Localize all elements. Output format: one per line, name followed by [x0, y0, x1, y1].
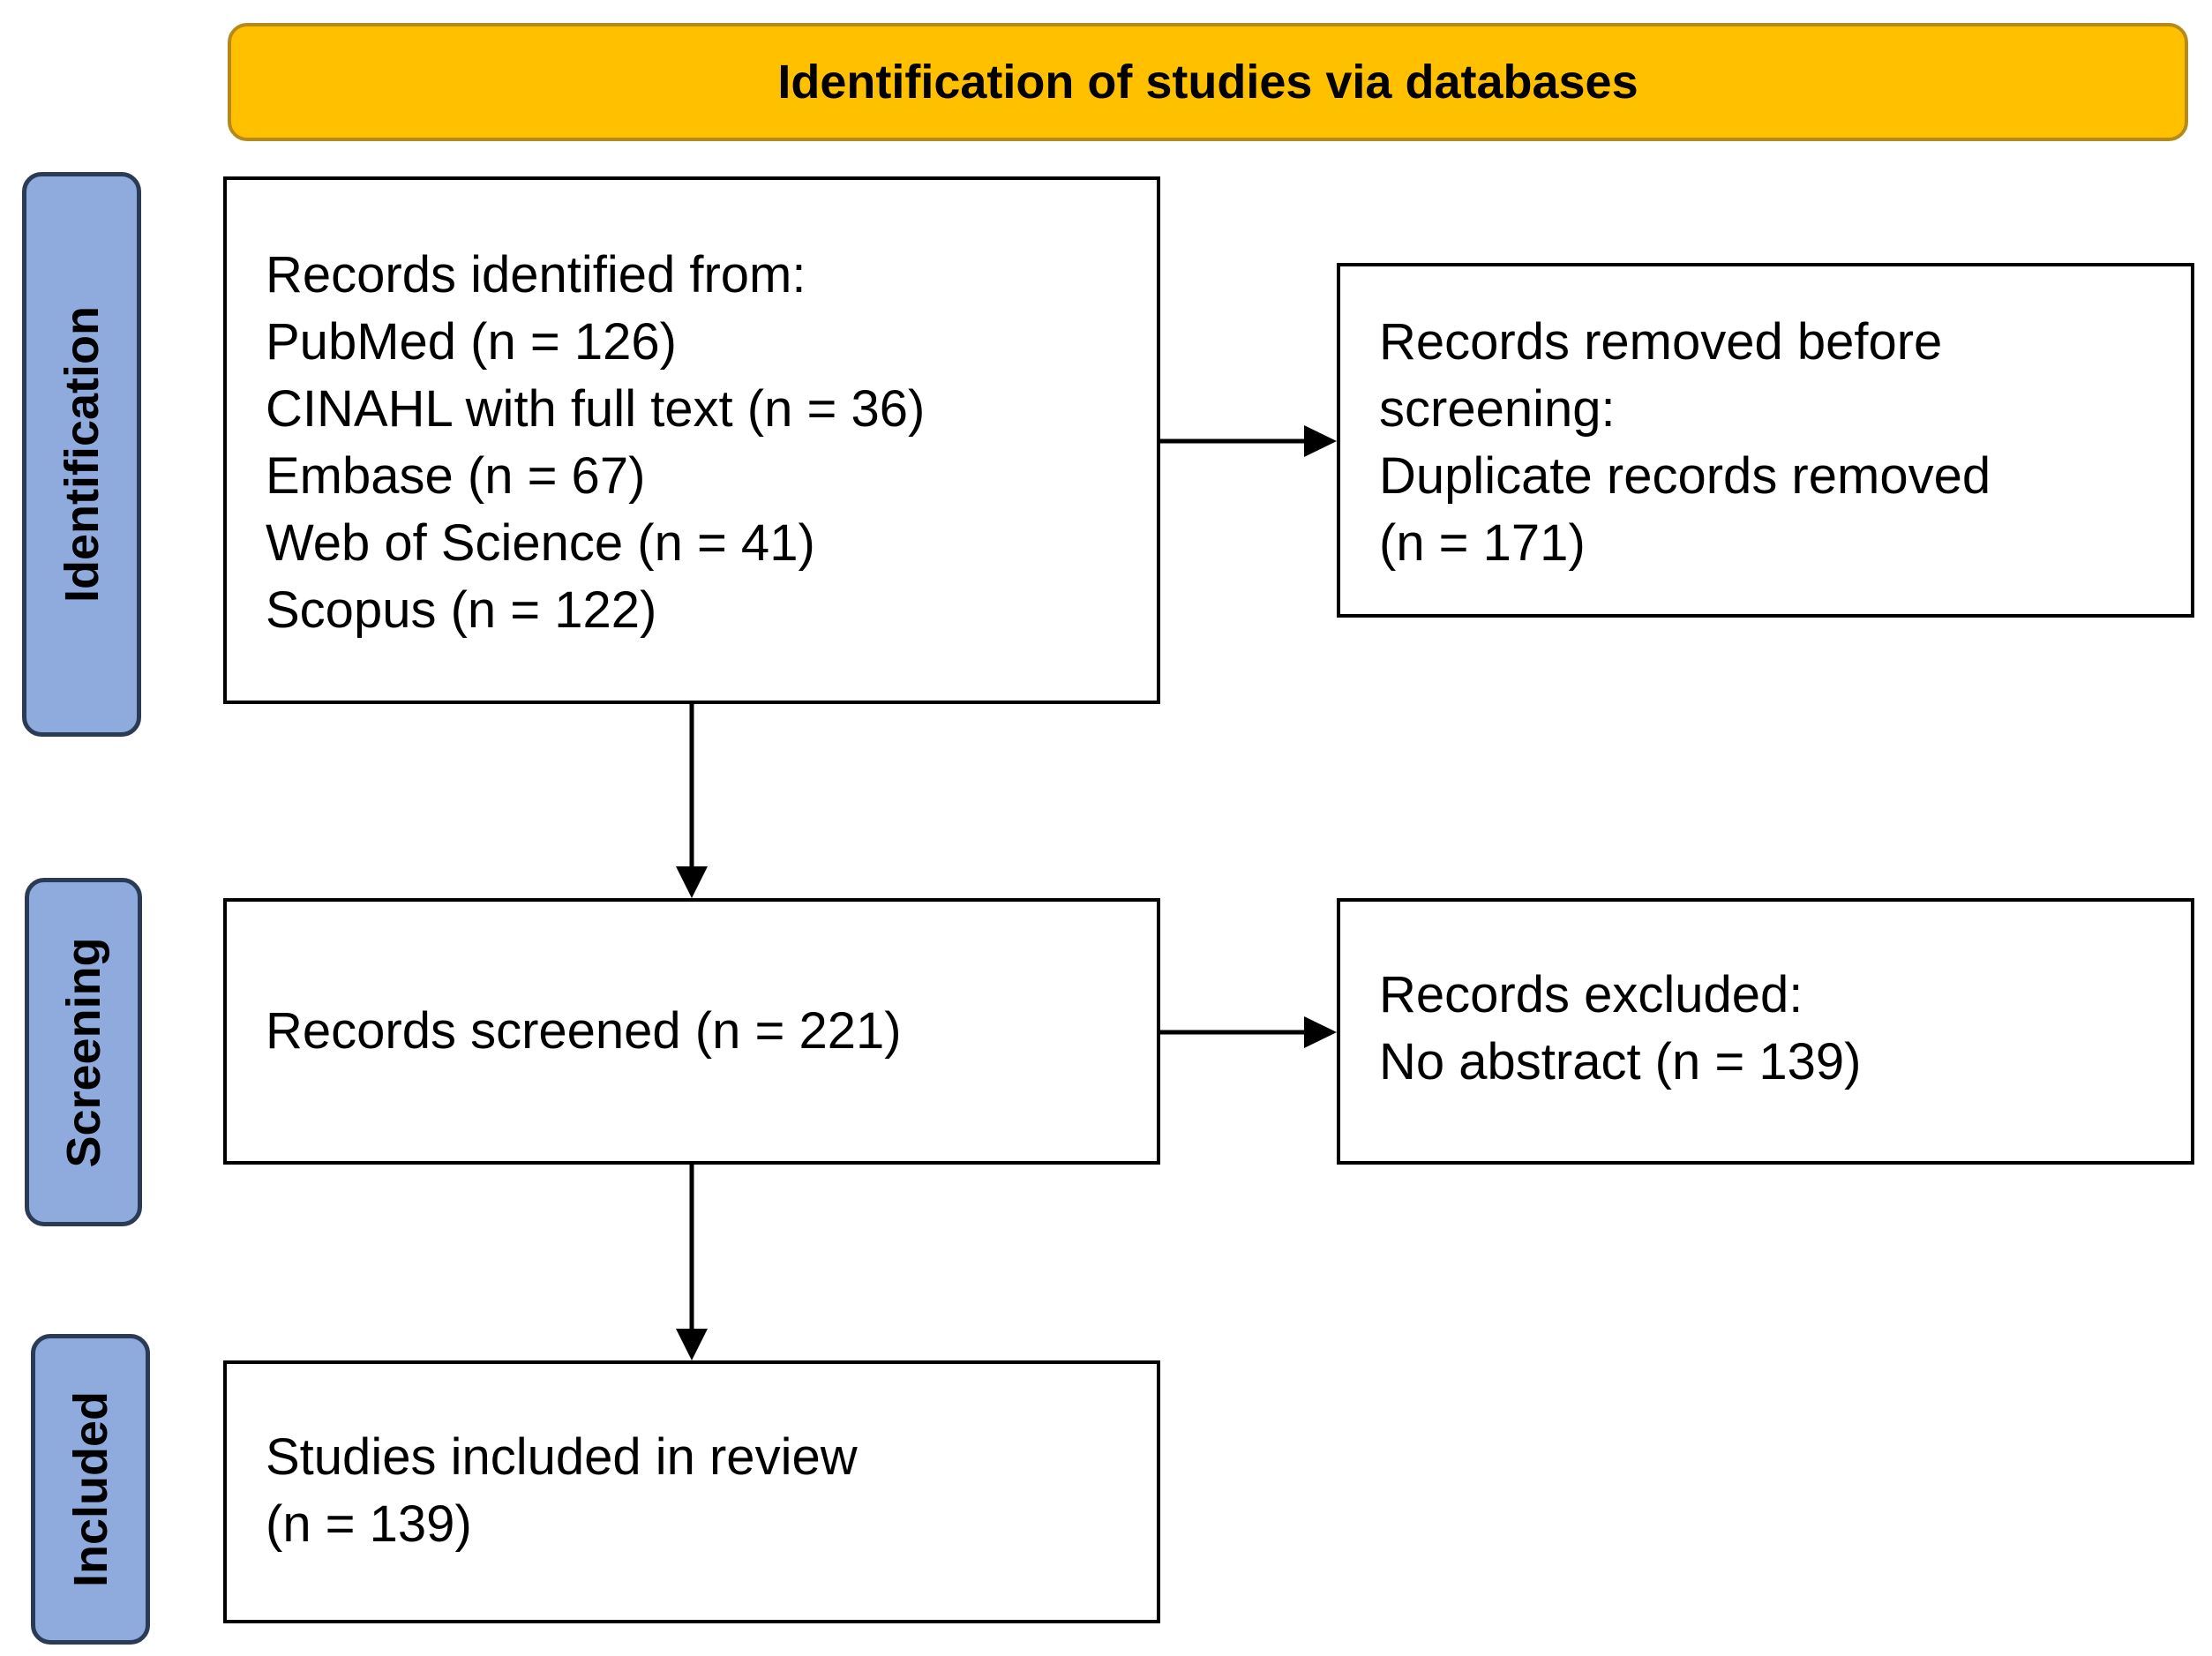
records-identified-heading: Records identified from: [266, 246, 806, 303]
studies-included-box: Studies included in review (n = 139) [223, 1360, 1160, 1623]
records-screened-text: Records screened (n = 221) [266, 1002, 902, 1060]
phase-screening: Screening [25, 878, 142, 1226]
excluded-reason: No abstract (n = 139) [1379, 1033, 1862, 1090]
source-scopus: Scopus (n = 122) [266, 581, 657, 639]
records-screened-box: Records screened (n = 221) [223, 898, 1160, 1165]
removed-line-2: screening: [1379, 380, 1616, 438]
arrowhead-excluded [1304, 1016, 1337, 1048]
phase-included: Included [31, 1334, 150, 1645]
removed-line-1: Records removed before [1379, 313, 1943, 371]
source-pubmed: PubMed (n = 126) [266, 313, 677, 371]
source-web-of-science: Web of Science (n = 41) [266, 514, 815, 572]
identification-banner: Identification of studies via databases [228, 23, 2188, 141]
excluded-heading: Records excluded: [1379, 966, 1803, 1023]
included-heading: Studies included in review [266, 1428, 858, 1486]
source-embase: Embase (n = 67) [266, 447, 646, 505]
phase-identification: Identification [22, 172, 141, 737]
arrowhead-included [676, 1329, 708, 1360]
records-removed-box: Records removed before screening: Duplic… [1337, 263, 2194, 618]
included-count: (n = 139) [266, 1495, 472, 1553]
arrowhead-removed [1304, 425, 1337, 457]
records-identified-box: Records identified from: PubMed (n = 126… [223, 176, 1160, 704]
removed-line-3: Duplicate records removed [1379, 447, 1991, 505]
removed-count: (n = 171) [1379, 514, 1586, 572]
banner-title: Identification of studies via databases [777, 56, 1638, 109]
source-cinahl: CINAHL with full text (n = 36) [266, 380, 926, 438]
arrowhead-screened [676, 866, 708, 898]
records-excluded-box: Records excluded: No abstract (n = 139) [1337, 898, 2194, 1165]
